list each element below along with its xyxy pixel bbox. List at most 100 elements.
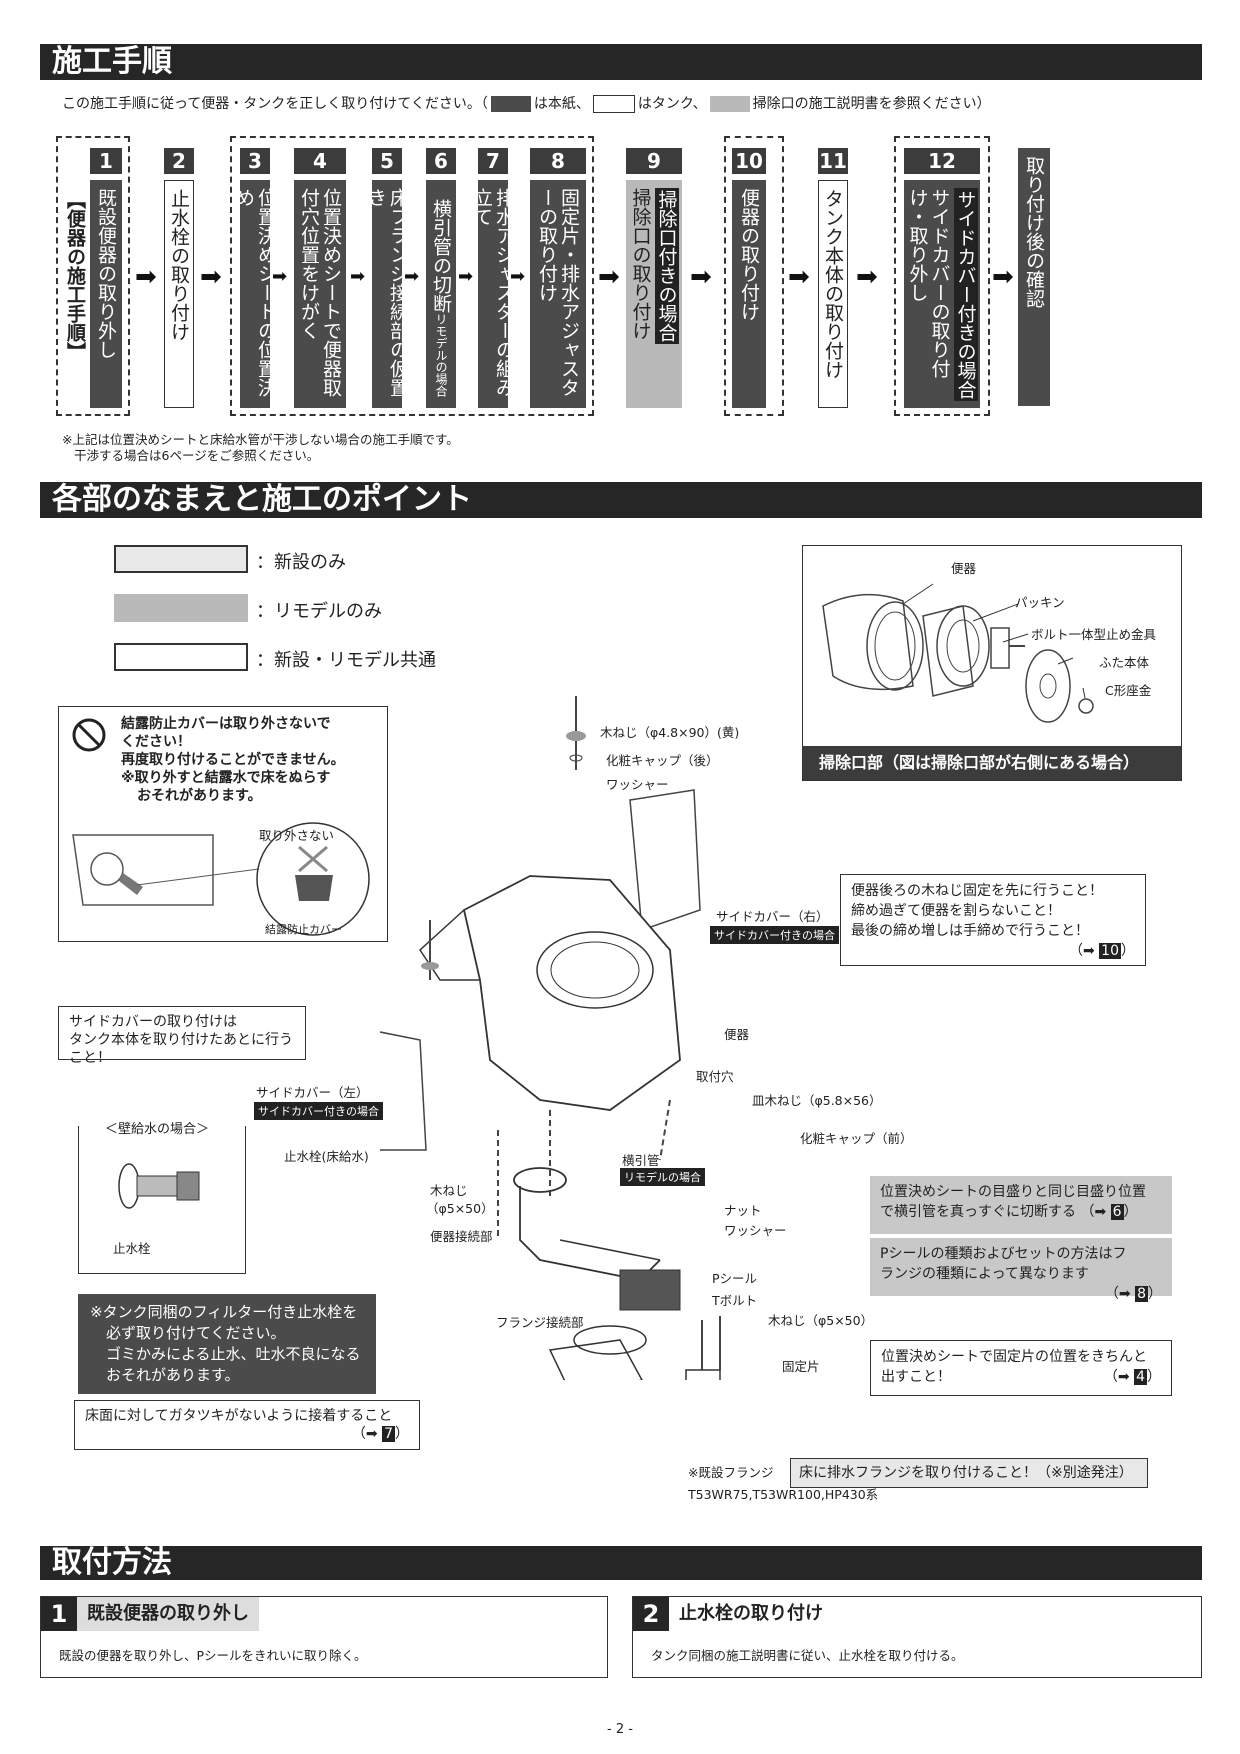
toilet-exploded-diagram [380, 696, 721, 1380]
group-box-3-8 [230, 136, 594, 416]
label-side-cover-left: サイドカバー（左） [256, 1085, 369, 1100]
section-title-method: 取付方法 [40, 1546, 1202, 1580]
callout-side-cover: サイドカバーの取り付けは タンク本体を取り付けたあとに行うこと！ [58, 1006, 306, 1066]
step-7: 7 排水アジャスターの組み立て [471, 148, 515, 408]
method-2-box: 2 止水栓の取り付け タンク同梱の施工説明書に従い、止水栓を取り付ける。 [632, 1596, 1202, 1678]
label-tbolt: Tボルト [712, 1293, 758, 1308]
step-2: 2 止水栓の取り付け [164, 148, 194, 408]
step-6-badge: リモデルの場合 [434, 313, 448, 397]
step-1: 1 既設便器の取り外し [90, 148, 122, 408]
label-benki: 便器 [724, 1027, 750, 1042]
step-3: 3 位置決めシートの位置決め [233, 148, 277, 408]
label-cap-rear: 化粧キャップ（後） [606, 753, 719, 768]
arrow-icon: ➡ [135, 262, 157, 292]
legend-swatch-new [114, 545, 248, 573]
label-side-cover-right: サイドカバー（右） [716, 909, 829, 924]
arrow-icon: ➡ [510, 266, 526, 287]
label-stop-valve-floor: 止水栓(床給水) [284, 1149, 369, 1164]
warning-cover-label: 結露防止カバー [265, 923, 342, 936]
legend-swatch-remodel [114, 594, 248, 622]
cleanout-diagram [822, 583, 1094, 723]
label-pipe: 横引管 [622, 1153, 660, 1168]
arrow-icon: ➡ [404, 266, 420, 287]
page-number: - 2 - [607, 1722, 633, 1737]
inset-caption: 掃除口部（図は掃除口部が右側にある場合） [803, 746, 1181, 780]
step-9: 9 掃除口の取り付け掃除口付きの場合 [626, 148, 682, 408]
tag-side-cover-right: サイドカバー付きの場合 [710, 926, 839, 944]
inset-label-bolt: ボルト一体型止め金具 [1031, 627, 1157, 642]
label-wood-screw-5: 木ねじ [430, 1183, 468, 1198]
callout-fix-piece: 位置決めシートで固定片の位置をきちんと 出すこと！（➡ 4） [870, 1340, 1172, 1396]
step-8: 8 固定片・排水アジャスターの取り付け [530, 148, 586, 408]
callout-pseal: Pシールの種類およびセットの方法はフ ランジの種類によって異なります （➡ 8） [870, 1238, 1172, 1302]
method-1-box: 1 既設便器の取り外し 既設の便器を取り外し、Pシールをきれいに取り除く。 [40, 1596, 608, 1678]
arrow-icon: ➡ [458, 266, 474, 287]
section-title-parts: 各部のなまえと施工のポイント [40, 482, 1202, 518]
legend-swatch-common [114, 643, 248, 671]
callout-glue: 床面に対してガタツキがないように接着すること （➡ 7） [74, 1400, 420, 1450]
label-dish-screw: 皿木ねじ（φ5.8×56） [752, 1093, 882, 1108]
group-box-12 [894, 136, 990, 416]
wall-valve-diagram [118, 1163, 200, 1209]
arrow-icon: ➡ [200, 262, 222, 292]
label-nut: ナット [724, 1203, 762, 1218]
tag-remodel: リモデルの場合 [620, 1168, 705, 1186]
callout-flange-note: 床に排水フランジを取り付けること！（※別途発注） [790, 1458, 1148, 1488]
label-wood-screw-5b: （φ5×50） [426, 1201, 494, 1216]
legend-label-new: ：新設のみ [256, 552, 346, 573]
step-6: 6 横引管の切断リモデルの場合 [426, 148, 456, 408]
step-10: 10 便器の取り付け [732, 148, 766, 408]
inset-label-benki: 便器 [951, 561, 977, 576]
warning-box: 結露防止カバーは取り外さないで ください！ 再度取り付けることができません。 ※… [58, 706, 388, 942]
step-11: 11 タンク本体の取り付け [818, 148, 848, 408]
inset-label-cring: C形座金 [1105, 683, 1152, 698]
wall-supply-title: ＜壁給水の場合＞ [101, 1118, 214, 1137]
procedure-side-label: 【便器の施工手順】 [64, 190, 86, 361]
arrow-icon: ➡ [992, 262, 1014, 292]
arrow-icon: ➡ [272, 266, 288, 287]
label-washer-1: ワッシャー [606, 777, 669, 792]
warning-text: 結露防止カバーは取り外さないで ください！ 再度取り付けることができません。 ※… [121, 716, 345, 804]
label-pseal: Pシール [712, 1271, 758, 1286]
intro-line: この施工手順に従って便器・タンクを正しく取り付けてください。（は本紙、はタンク、… [62, 95, 991, 113]
inset-label-packing: パッキン [1015, 595, 1065, 610]
swatch-cleanout [709, 96, 750, 112]
prohibited-icon [72, 718, 106, 752]
callout-pipe-cut: 位置決めシートの目盛りと同じ目盛り位置 で横引管を真っすぐに切断する （➡ 6） [870, 1176, 1172, 1234]
label-cap-front: 化粧キャップ（前） [800, 1131, 913, 1146]
arrow-icon: ➡ [690, 262, 712, 292]
procedure-note: ※上記は位置決めシートと床給水管が干渉しない場合の施工手順です。 干渉する場合は… [62, 432, 459, 463]
swatch-tank [592, 95, 635, 113]
label-wood-screw-rear: 木ねじ（φ4.8×90）(黄) [600, 725, 740, 740]
label-wood-screw-5c: 木ねじ（φ5×50） [768, 1313, 874, 1328]
inset-label-futa: ふた本体 [1099, 655, 1150, 670]
step-4: 4 位置決めシートで便器取付穴位置をけがく [294, 148, 346, 408]
label-washer-2: ワッシャー [724, 1223, 787, 1238]
step-9-badge: 掃除口付きの場合 [654, 188, 679, 344]
legend-label-remodel: ：リモデルのみ [256, 601, 382, 622]
step-12: 12 サイドカバーの取り付け・取り外しサイドカバー付きの場合 [904, 148, 980, 408]
wall-supply-box: ＜壁給水の場合＞ 止水栓 [78, 1118, 246, 1274]
callout-filter: ※タンク同梱のフィルター付き止水栓を 必ず取り付けてください。 ゴミかみによる止… [78, 1294, 376, 1394]
wall-supply-stop-valve: 止水栓 [113, 1241, 151, 1256]
callout-rear-screw: 便器後ろの木ねじ固定を先に行うこと！ 締め過ぎて便器を割らないこと！ 最後の締め… [840, 874, 1146, 966]
swatch-main [490, 96, 531, 112]
label-existing-flange: ※既設フランジ [688, 1465, 774, 1480]
arrow-icon: ➡ [788, 262, 810, 292]
cleanout-inset: 便器 パッキン ボルト一体型止め金具 ふた本体 C形座金 掃除口部（図は掃除口部… [802, 545, 1182, 781]
arrow-icon: ➡ [350, 266, 366, 287]
label-flange-conn: フランジ接続部 [496, 1315, 584, 1330]
step-12-badge: サイドカバー付きの場合 [953, 188, 978, 401]
label-hole: 取付穴 [696, 1069, 734, 1084]
legend-label-common: ：新設・リモデル共通 [256, 650, 436, 671]
step-final: 取り付け後の確認 [1018, 148, 1050, 406]
condensation-cover-diagram [72, 822, 370, 936]
label-flange-models: T53WR75,T53WR100,HP430系 [688, 1487, 879, 1502]
warning-do-not: 取り外さない [259, 828, 335, 843]
label-benki-conn: 便器接続部 [430, 1229, 493, 1244]
tag-side-cover-left: サイドカバー付きの場合 [254, 1102, 383, 1120]
section-title-procedure: 施工手順 [40, 44, 1202, 80]
group-box-1 [56, 136, 130, 416]
label-fix-piece: 固定片 [782, 1359, 820, 1374]
step-5: 5 床フランジ接続部の仮置き [365, 148, 409, 408]
